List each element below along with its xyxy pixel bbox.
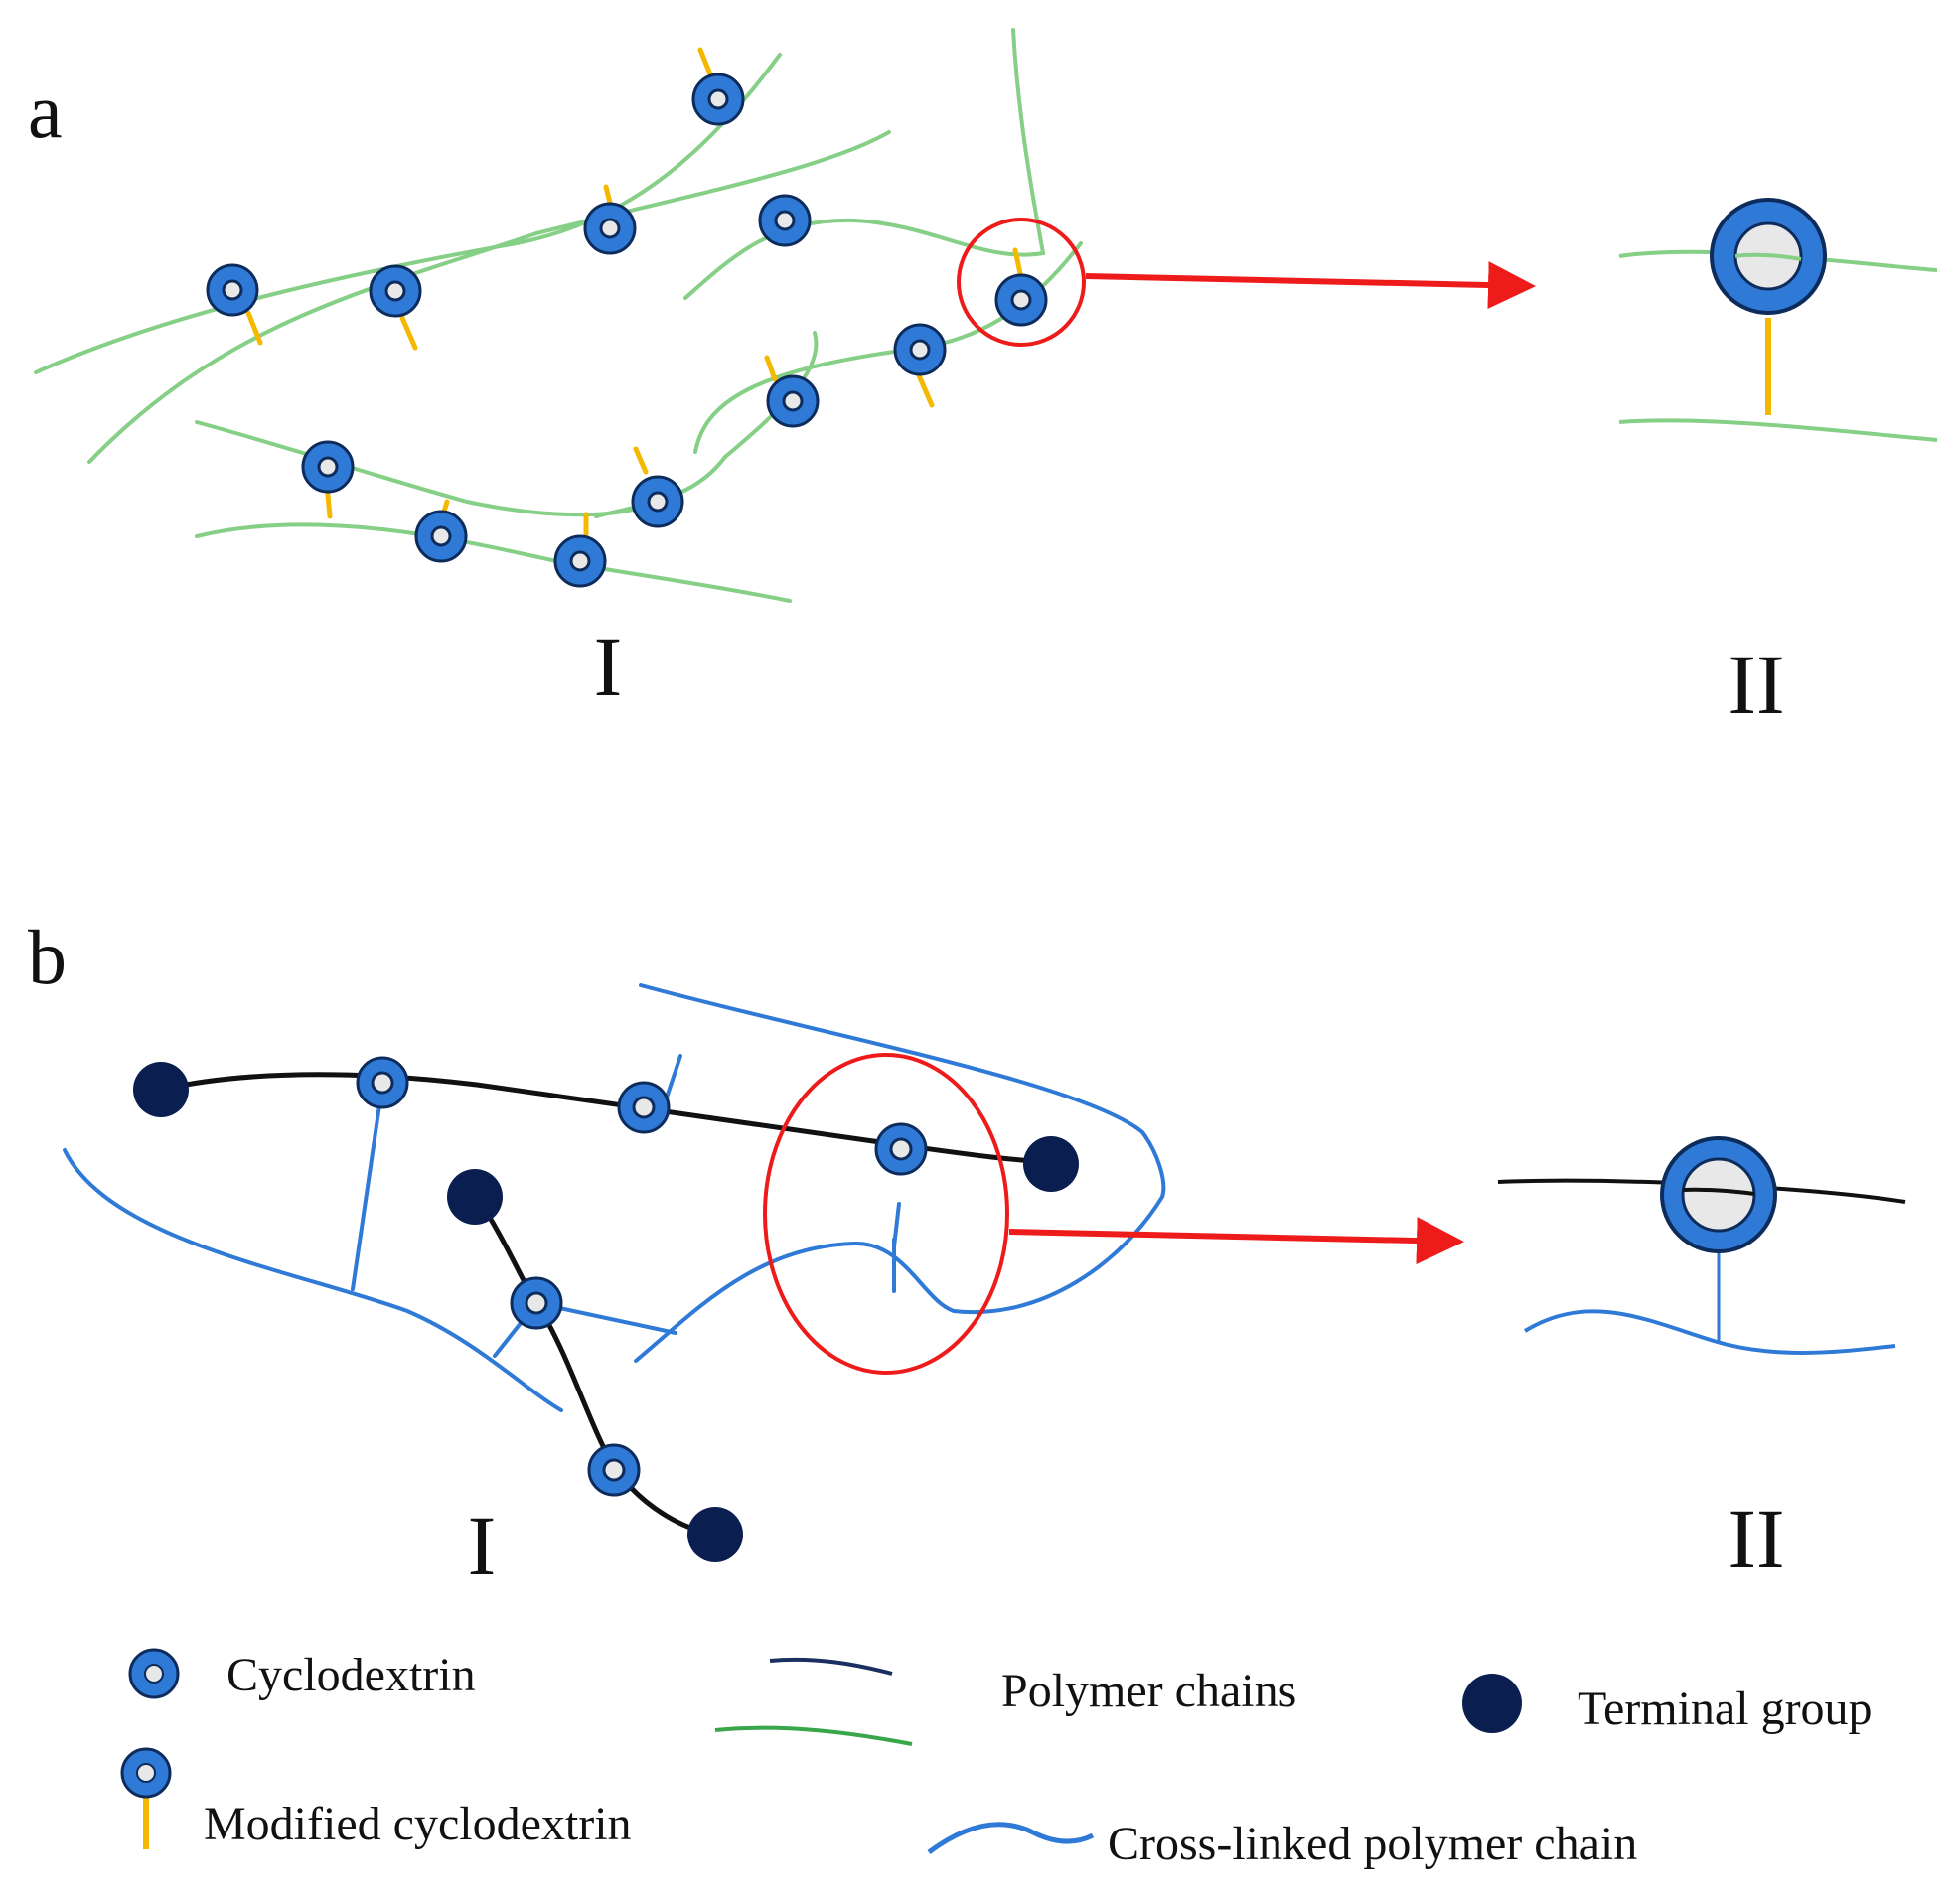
legend-label-modified-cyclodextrin: Modified cyclodextrin xyxy=(204,1798,632,1850)
cross-linked-chain xyxy=(639,983,1166,1199)
cross-linked-chain-swatch xyxy=(927,1822,1095,1855)
zoom-arrow xyxy=(1008,1217,1464,1265)
cross-link xyxy=(892,1202,901,1248)
legend: Cyclodextrin Modified cyclodextrin Polym… xyxy=(120,1648,1873,1870)
cyclodextrin-icon xyxy=(356,1056,409,1109)
polymer-chain xyxy=(474,1194,718,1538)
legend-item-cross-linked: Cross-linked polymer chain xyxy=(927,1818,1637,1870)
panel-a: a xyxy=(28,28,1938,732)
green-chain xyxy=(195,522,792,603)
polymer-chain xyxy=(158,1072,1056,1165)
yellow-linkers xyxy=(245,47,1024,537)
cyclodextrin-icon xyxy=(128,1648,180,1699)
green-chain xyxy=(1618,418,1938,442)
cyclodextrin-icon xyxy=(510,1276,563,1330)
panel-b-letter: b xyxy=(28,914,67,1000)
modified-cyclodextrin-icon xyxy=(994,273,1048,327)
cross-link xyxy=(351,1083,384,1291)
modified-cyclodextrin-icon xyxy=(206,263,259,317)
linker xyxy=(399,315,418,351)
highlight-ellipse xyxy=(763,1053,1009,1375)
cavity xyxy=(1681,1157,1756,1233)
green-chain xyxy=(87,130,891,464)
cross-linked-chains xyxy=(63,983,1166,1412)
panel-b-detail xyxy=(1497,1136,1906,1355)
cross-linked-chain xyxy=(634,1195,1164,1363)
terminal-group-icon xyxy=(133,1062,189,1117)
modified-cyclodextrin-icon xyxy=(893,323,947,376)
black-polymer-chains xyxy=(158,1072,1056,1538)
modified-cyclodextrin-icon xyxy=(766,374,820,428)
modified-cyclodextrin-rings xyxy=(206,73,1048,588)
terminal-group-icon xyxy=(447,1169,503,1225)
linker xyxy=(245,310,263,346)
cross-linked-chain xyxy=(63,1148,563,1412)
modified-cyclodextrin-icon xyxy=(414,510,468,563)
modified-cyclodextrin-icon xyxy=(369,264,422,318)
polymer-chain xyxy=(1682,1187,1755,1196)
terminal-group-icon xyxy=(687,1507,743,1562)
linker xyxy=(697,47,713,77)
panel-a-label-II: II xyxy=(1728,637,1784,732)
linker xyxy=(764,355,778,382)
green-polymer-chains xyxy=(34,28,1083,603)
highlight-circle xyxy=(957,218,1086,347)
legend-label-cyclodextrin: Cyclodextrin xyxy=(226,1649,476,1701)
terminal-groups xyxy=(133,1062,1079,1562)
legend-item-terminal-group: Terminal group xyxy=(1462,1674,1873,1735)
modified-cyclodextrin-icon xyxy=(583,202,637,255)
terminal-group-icon xyxy=(1023,1136,1079,1192)
legend-label-cross-linked: Cross-linked polymer chain xyxy=(1108,1818,1637,1870)
modified-cyclodextrin-icon xyxy=(691,73,745,126)
linker xyxy=(633,446,649,475)
panel-a-label-I: I xyxy=(594,619,623,714)
cyclodextrin-icon xyxy=(874,1122,928,1176)
cross-link xyxy=(664,1054,682,1102)
legend-item-cyclodextrin: Cyclodextrin xyxy=(128,1648,476,1701)
panel-b: b xyxy=(28,914,1906,1593)
legend-item-polymer-chains: Polymer chains xyxy=(714,1657,1296,1746)
modified-cyclodextrin-icon xyxy=(553,534,607,588)
panel-b-label-II: II xyxy=(1728,1491,1784,1586)
green-chain xyxy=(1734,252,1802,261)
modified-cyclodextrin-icon xyxy=(631,475,684,528)
legend-label-polymer-chains: Polymer chains xyxy=(1001,1665,1296,1717)
green-chain xyxy=(683,28,1046,300)
linker xyxy=(325,492,333,519)
terminal-group-icon xyxy=(1462,1674,1522,1733)
linker xyxy=(1012,247,1024,281)
panel-b-label-I: I xyxy=(468,1498,497,1593)
linker xyxy=(916,372,935,408)
modified-cyclodextrin-icon xyxy=(120,1747,172,1799)
panel-a-detail xyxy=(1618,198,1938,442)
modified-cyclodextrin-icon xyxy=(758,194,812,247)
legend-label-terminal-group: Terminal group xyxy=(1578,1683,1873,1735)
cyclodextrin-icon xyxy=(587,1443,641,1497)
panel-a-letter: a xyxy=(28,68,63,154)
zoom-arrow xyxy=(1085,261,1536,310)
polymer-chain-swatch xyxy=(714,1725,913,1746)
cyclodextrin-rings xyxy=(356,1056,928,1497)
green-chain xyxy=(195,420,658,517)
cross-linked-chain xyxy=(1523,1309,1896,1355)
modified-cyclodextrin-icon xyxy=(301,440,355,494)
legend-item-modified-cyclodextrin: Modified cyclodextrin xyxy=(120,1747,632,1850)
polymer-chain-swatch xyxy=(769,1657,893,1676)
cyclodextrin-icon xyxy=(617,1081,671,1134)
